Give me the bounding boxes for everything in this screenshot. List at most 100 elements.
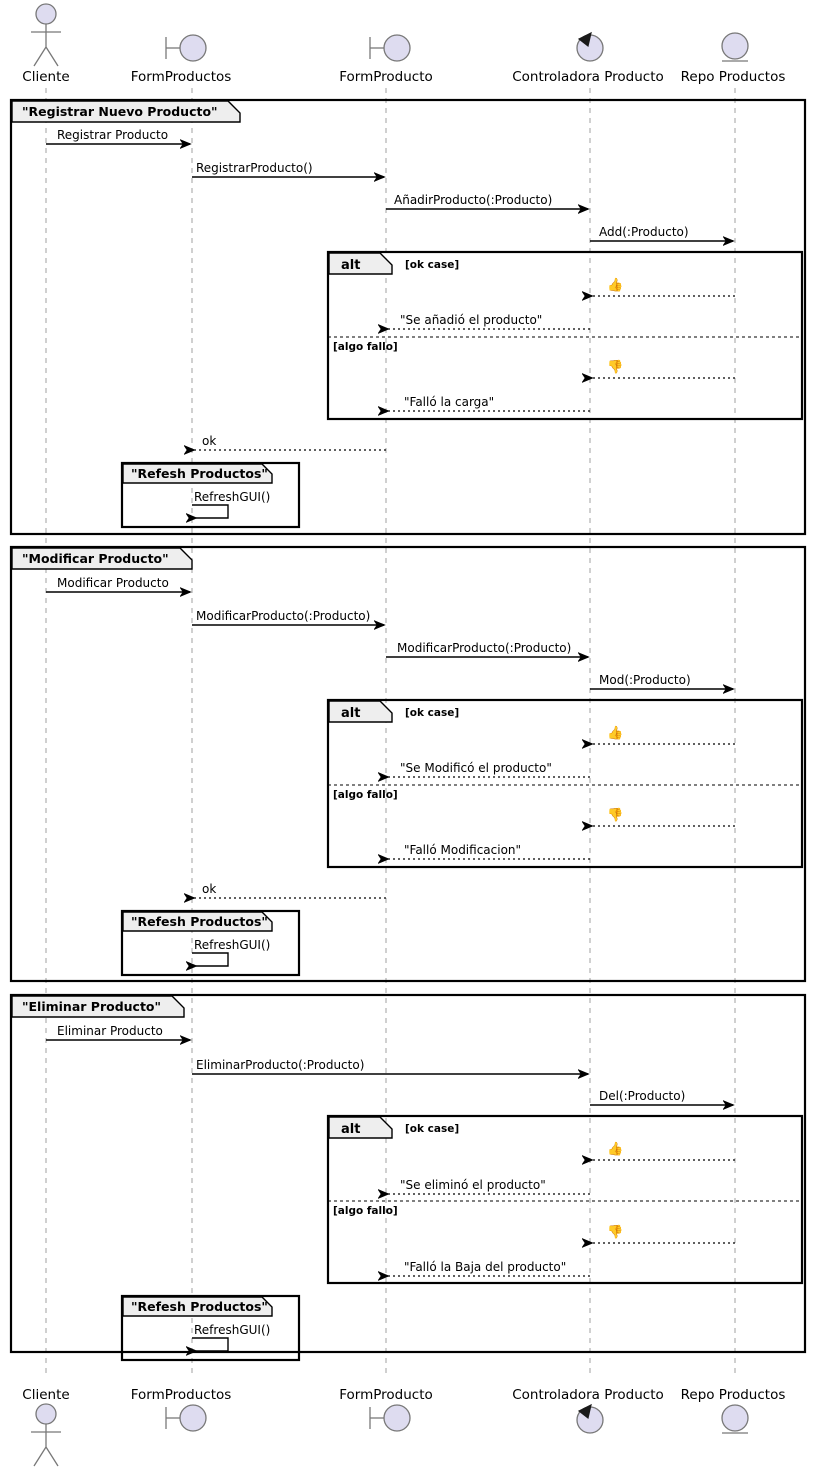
self-message-label: RefreshGUI() xyxy=(194,490,270,504)
alt-guard-fail: [algo fallo] xyxy=(333,789,398,801)
message-return-ok-controladora: 👍 xyxy=(592,1141,735,1160)
actor-head-icon xyxy=(35,1403,57,1425)
thumbs-up-icon: 👍 xyxy=(607,1141,623,1157)
message-fallo-la-carga: "Falló la carga" xyxy=(388,395,590,411)
thumbs-down-icon: 👎 xyxy=(607,807,623,823)
frame-tag-shape xyxy=(11,100,241,123)
message-eliminarproducto-ctrl: EliminarProducto(:Producto) xyxy=(192,1058,588,1074)
message-return-fail-controladora: 👎 xyxy=(592,1224,735,1243)
thumbs-up-icon: 👍 xyxy=(607,277,623,293)
message-label: "Se Modificó el producto" xyxy=(400,761,552,775)
entity-circle-icon xyxy=(721,1404,749,1432)
frame-registrar-nuevo-producto: "Registrar Nuevo Producto" Registrar Pro… xyxy=(9,98,807,536)
message-anadirproducto: AñadirProducto(:Producto) xyxy=(386,193,588,209)
message-return-fail-controladora: 👎 xyxy=(592,807,735,826)
alt-fragment-eliminar: alt [ok case] 👍 "Se eliminó el producto"… xyxy=(326,1114,804,1285)
participant-label-repo-productos-footer: Repo Productos xyxy=(681,1387,786,1403)
frame-tag-shape xyxy=(11,547,193,570)
participant-label-formproducto-footer: FormProducto xyxy=(339,1387,433,1403)
actor-stickman-icon xyxy=(31,1424,61,1467)
message-label: "Se eliminó el producto" xyxy=(400,1178,546,1192)
boundary-circle-icon xyxy=(383,34,411,62)
alt-guard-ok: [ok case] xyxy=(405,1123,459,1135)
participant-footer-repo-productos[interactable]: Repo Productos xyxy=(681,1387,786,1434)
message-label: "Falló la Baja del producto" xyxy=(404,1260,566,1274)
alt-fragment-registrar: alt [ok case] 👍 "Se añadió el producto" … xyxy=(326,250,804,421)
frame-border xyxy=(9,993,807,1354)
boundary-circle-icon xyxy=(179,1404,207,1432)
participant-header-controladora-producto[interactable]: Controladora Producto xyxy=(512,31,664,85)
frame-label: "Eliminar Producto" xyxy=(22,999,161,1014)
participant-header-repo-productos[interactable]: Repo Productos xyxy=(681,32,786,85)
participant-header-formproductos[interactable]: FormProductos xyxy=(131,34,232,85)
nested-frame-tag-shape xyxy=(122,911,273,932)
message-label: "Falló Modificacion" xyxy=(404,843,521,857)
lifelines-group xyxy=(45,88,736,1378)
actor-stickman-icon xyxy=(31,24,61,67)
participant-label-repo-productos: Repo Productos xyxy=(681,69,786,85)
nested-frame-label: "Refesh Productos" xyxy=(131,466,268,481)
nested-frame-tag-shape xyxy=(122,1296,273,1317)
entity-circle-icon xyxy=(721,32,749,60)
participant-footer-controladora-producto[interactable]: Controladora Producto xyxy=(512,1387,664,1434)
nested-frame-refesh-productos-1: "Refesh Productos" RefreshGUI() xyxy=(120,461,301,529)
control-arrow-icon xyxy=(577,31,592,48)
message-del-producto: Del(:Producto) xyxy=(590,1089,733,1105)
frame-modificar-producto: "Modificar Producto" Modificar Producto … xyxy=(9,545,807,983)
alt-guard-ok: [ok case] xyxy=(405,707,459,719)
thumbs-up-icon: 👍 xyxy=(607,725,623,741)
message-label: Add(:Producto) xyxy=(599,225,689,239)
message-label: "Se añadió el producto" xyxy=(400,313,542,327)
alt-border xyxy=(326,250,804,421)
boundary-circle-icon xyxy=(179,34,207,62)
thumbs-down-icon: 👎 xyxy=(607,1224,623,1240)
message-modificar-producto: Modificar Producto xyxy=(46,576,190,592)
alt-tag-shape xyxy=(328,700,393,723)
message-registrar-producto: Registrar Producto xyxy=(46,128,190,144)
alt-border xyxy=(326,1114,804,1285)
participant-footer-formproductos[interactable]: FormProductos xyxy=(131,1387,232,1432)
nested-frame-label: "Refesh Productos" xyxy=(131,1299,268,1314)
participant-label-formproductos: FormProductos xyxy=(131,69,232,85)
self-message-label: RefreshGUI() xyxy=(194,1323,270,1337)
message-se-anadio-el-producto: "Se añadió el producto" xyxy=(388,313,590,329)
message-mod-producto: Mod(:Producto) xyxy=(590,673,733,689)
frame-label: "Registrar Nuevo Producto" xyxy=(22,104,218,119)
boundary-circle-icon xyxy=(383,1404,411,1432)
message-label: AñadirProducto(:Producto) xyxy=(394,193,552,207)
alt-tag-shape xyxy=(328,252,393,275)
alt-guard-fail: [algo fallo] xyxy=(333,1205,398,1217)
participant-label-controladora-producto: Controladora Producto xyxy=(512,69,664,85)
actor-head-icon xyxy=(35,3,57,25)
participant-label-cliente-footer: Cliente xyxy=(22,1387,69,1403)
message-se-modifico-el-producto: "Se Modificó el producto" xyxy=(388,761,590,777)
message-label: EliminarProducto(:Producto) xyxy=(196,1058,364,1072)
frame-eliminar-producto: "Eliminar Producto" Eliminar Producto El… xyxy=(9,993,807,1362)
participant-footer-cliente[interactable]: Cliente xyxy=(22,1387,70,1467)
message-return-ok-controladora: 👍 xyxy=(592,277,735,296)
message-add-producto: Add(:Producto) xyxy=(590,225,733,241)
nested-frame-border xyxy=(120,461,301,529)
alt-label: alt xyxy=(341,258,360,273)
participant-label-formproducto: FormProducto xyxy=(339,69,433,85)
self-message-arrow xyxy=(192,1337,229,1351)
participant-footer-formproducto[interactable]: FormProducto xyxy=(339,1387,433,1432)
alt-fragment-modificar: alt [ok case] 👍 "Se Modificó el producto… xyxy=(326,698,804,869)
participant-label-controladora-producto-footer: Controladora Producto xyxy=(512,1387,664,1403)
message-label: ok xyxy=(202,882,216,896)
message-eliminar-producto: Eliminar Producto xyxy=(46,1024,190,1040)
nested-frame-refesh-productos-3: "Refesh Productos" RefreshGUI() xyxy=(120,1294,301,1362)
message-fallo-la-baja-del-producto: "Falló la Baja del producto" xyxy=(388,1260,590,1276)
nested-frame-border xyxy=(120,1294,301,1362)
participant-header-cliente[interactable]: Cliente xyxy=(22,3,70,85)
participant-header-formproducto[interactable]: FormProducto xyxy=(339,34,433,85)
alt-border xyxy=(326,698,804,869)
frame-label: "Modificar Producto" xyxy=(22,551,169,566)
message-modificarproducto-ctrl: ModificarProducto(:Producto) xyxy=(386,641,588,657)
message-fallo-modificacion: "Falló Modificacion" xyxy=(388,843,590,859)
message-return-ok-controladora: 👍 xyxy=(592,725,735,744)
nested-frame-label: "Refesh Productos" xyxy=(131,914,268,929)
thumbs-down-icon: 👎 xyxy=(607,359,623,375)
message-registrarproducto: RegistrarProducto() xyxy=(192,161,384,177)
frame-border xyxy=(9,98,807,536)
